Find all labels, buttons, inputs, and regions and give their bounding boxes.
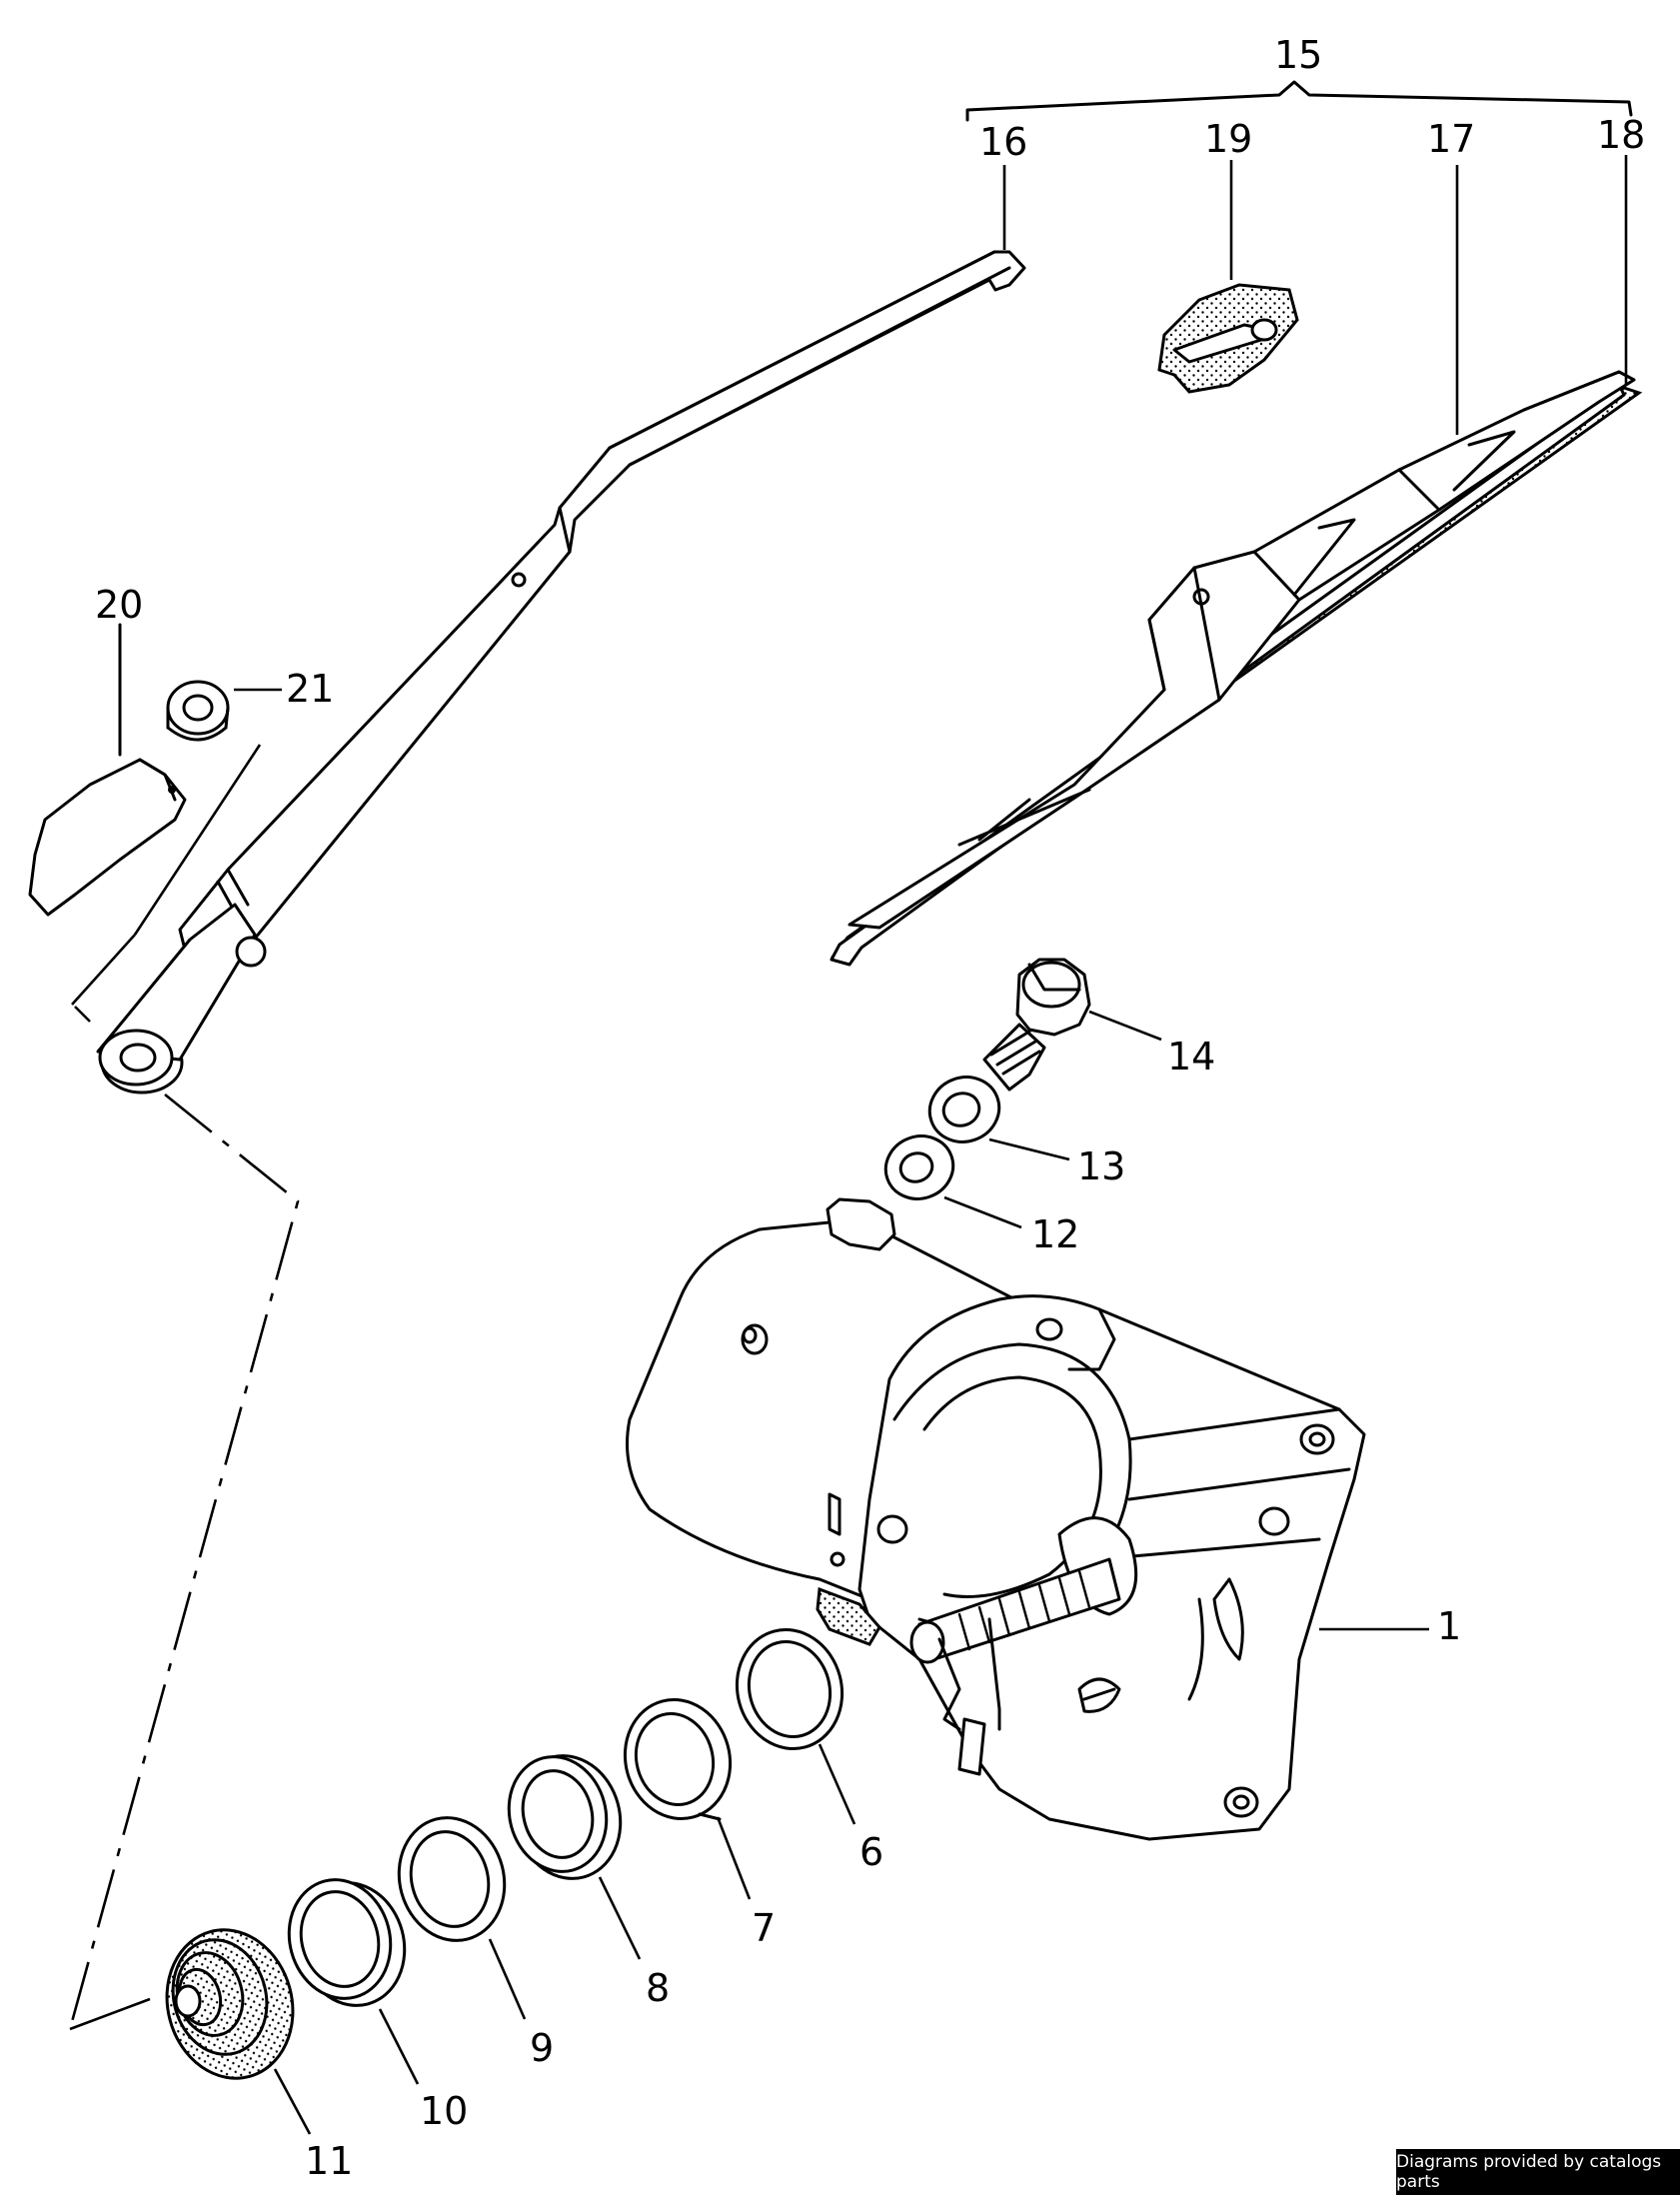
callout-17: 17 — [1427, 117, 1475, 161]
nut-part-21 — [166, 680, 230, 742]
callout-11: 11 — [305, 2139, 353, 2183]
callout-16: 16 — [979, 120, 1027, 164]
callout-21: 21 — [286, 667, 334, 711]
callout-1: 1 — [1437, 1604, 1461, 1648]
credit-badge: Diagrams provided by catalogs parts — [1396, 2149, 1680, 2195]
washer-part-12 — [883, 1134, 955, 1200]
callout-20: 20 — [95, 583, 143, 627]
callout-labels: 1 6 7 8 9 10 11 12 13 14 15 16 17 18 19 … — [95, 33, 1645, 2183]
seal-part-10 — [287, 1878, 407, 2007]
cap-part-20 — [28, 758, 187, 917]
callout-12: 12 — [1031, 1212, 1079, 1256]
wiper-motor-part-1 — [626, 1197, 1366, 1841]
cap-part-11 — [165, 1928, 295, 2080]
seal-part-7 — [623, 1698, 733, 1821]
clip-part-19 — [1157, 283, 1299, 394]
callout-14: 14 — [1167, 1035, 1215, 1079]
callout-9: 9 — [530, 2026, 554, 2070]
seal-part-6 — [735, 1628, 844, 1750]
group-bracket-15 — [965, 80, 1633, 122]
washer-part-13 — [927, 1076, 1001, 1143]
callout-10: 10 — [420, 2089, 468, 2133]
wiper-arm — [96, 250, 1026, 1095]
callout-13: 13 — [1077, 1144, 1125, 1188]
callout-19: 19 — [1204, 117, 1252, 161]
seal-part-8 — [507, 1754, 623, 1880]
bolt-part-14 — [982, 958, 1091, 1092]
callout-18: 18 — [1597, 113, 1645, 157]
callout-7: 7 — [752, 1906, 776, 1950]
wiper-blade — [830, 370, 1643, 967]
callout-8: 8 — [646, 1966, 670, 2010]
callout-6: 6 — [859, 1830, 883, 1874]
callout-15: 15 — [1274, 33, 1322, 77]
seal-part-9 — [397, 1816, 507, 1942]
